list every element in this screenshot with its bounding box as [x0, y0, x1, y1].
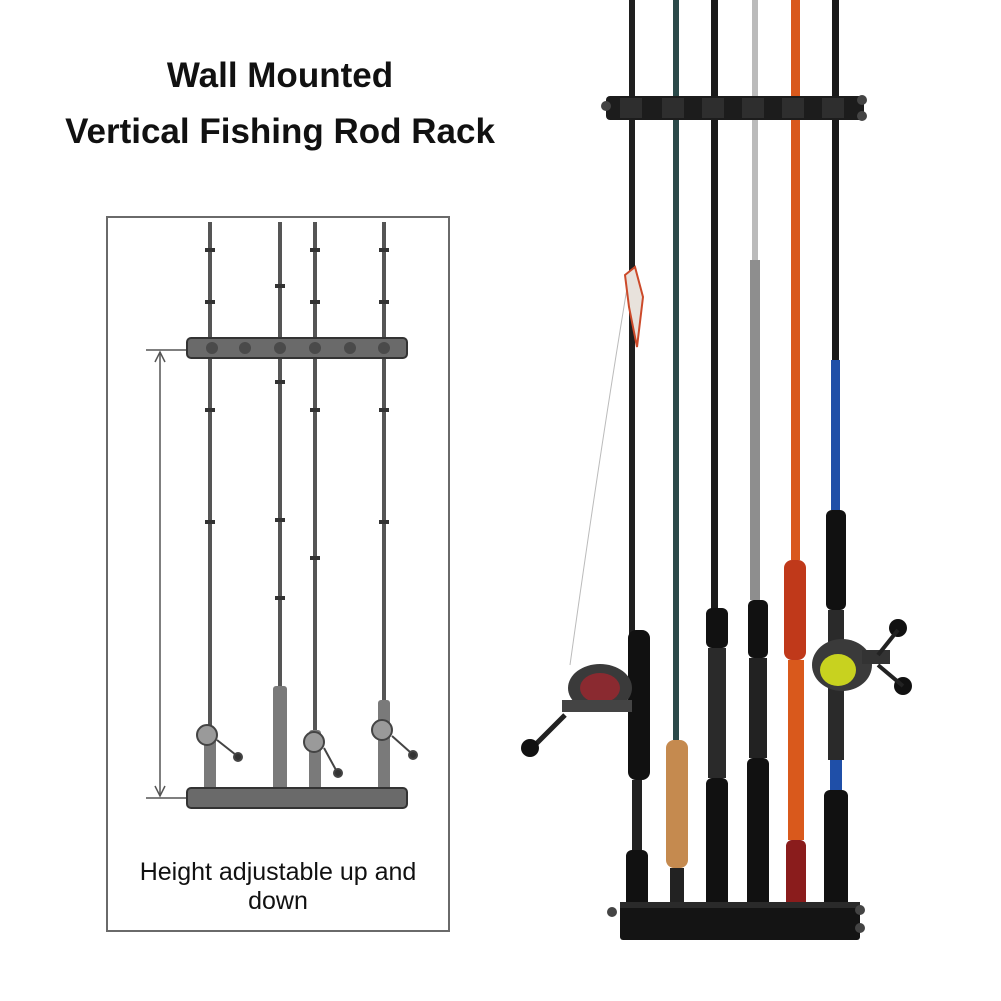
- diagram-top-bar: [186, 337, 408, 359]
- baitcast-reel: [812, 619, 912, 695]
- photo-bottom-bar: [620, 902, 860, 940]
- rack-diagram: [146, 222, 418, 809]
- diagram-caption: Height adjustable up and down: [139, 858, 417, 915]
- title-line-1: Wall Mounted: [166, 56, 394, 95]
- title-line-2: Vertical Fishing Rod Rack: [65, 112, 495, 151]
- diagram-bottom-bar: [186, 787, 408, 809]
- rack-photo: [521, 0, 912, 940]
- spinning-reel: [521, 664, 632, 757]
